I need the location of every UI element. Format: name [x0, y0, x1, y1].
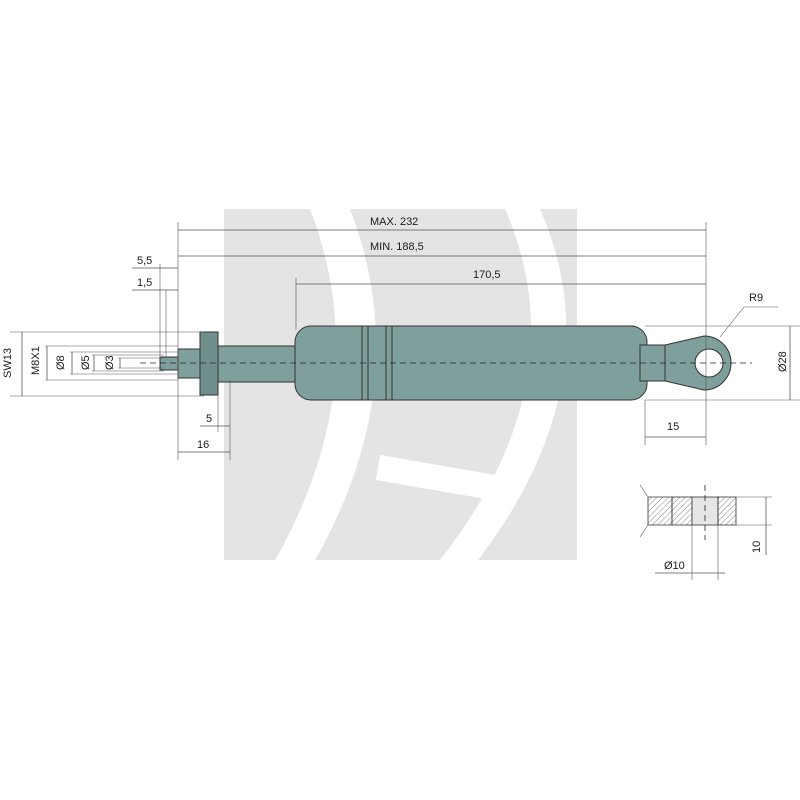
- dim-dia-3: Ø3: [104, 355, 116, 370]
- dim-thread: M8X1: [30, 346, 42, 375]
- dim-body-diameter: Ø28: [777, 351, 789, 372]
- dim-max-length: MAX. 232: [370, 216, 418, 228]
- dim-eye-radius: R9: [749, 292, 763, 304]
- collar: [177, 348, 201, 379]
- dim-thread-len-a: 5,5: [137, 255, 152, 267]
- dimension-lines-top: [132, 222, 707, 460]
- piston-rod: [217, 345, 297, 383]
- hex-nut: [199, 331, 219, 396]
- dim-eye-offset: 15: [667, 421, 679, 433]
- dim-body-length: 170,5: [473, 269, 501, 281]
- dim-wrench-size: SW13: [2, 348, 14, 378]
- dimension-lines-right: [644, 306, 800, 445]
- gas-spring: [140, 325, 752, 401]
- dim-min-length: MIN. 188,5: [370, 241, 424, 253]
- dim-eye-thickness: 10: [751, 541, 763, 553]
- dimension-lines-bottom-left: [178, 380, 231, 460]
- dim-nut-width: 5: [206, 413, 212, 425]
- dim-dia-5: Ø5: [80, 355, 92, 370]
- eye-hole: [694, 348, 724, 378]
- dim-rod-stub: 16: [197, 439, 209, 451]
- dim-dia-8: Ø8: [55, 355, 67, 370]
- eye-section-detail: [639, 484, 772, 580]
- dim-thread-len-b: 1,5: [137, 277, 152, 289]
- dim-eye-hole: Ø10: [664, 560, 685, 572]
- dimension-lines-left: [10, 331, 204, 397]
